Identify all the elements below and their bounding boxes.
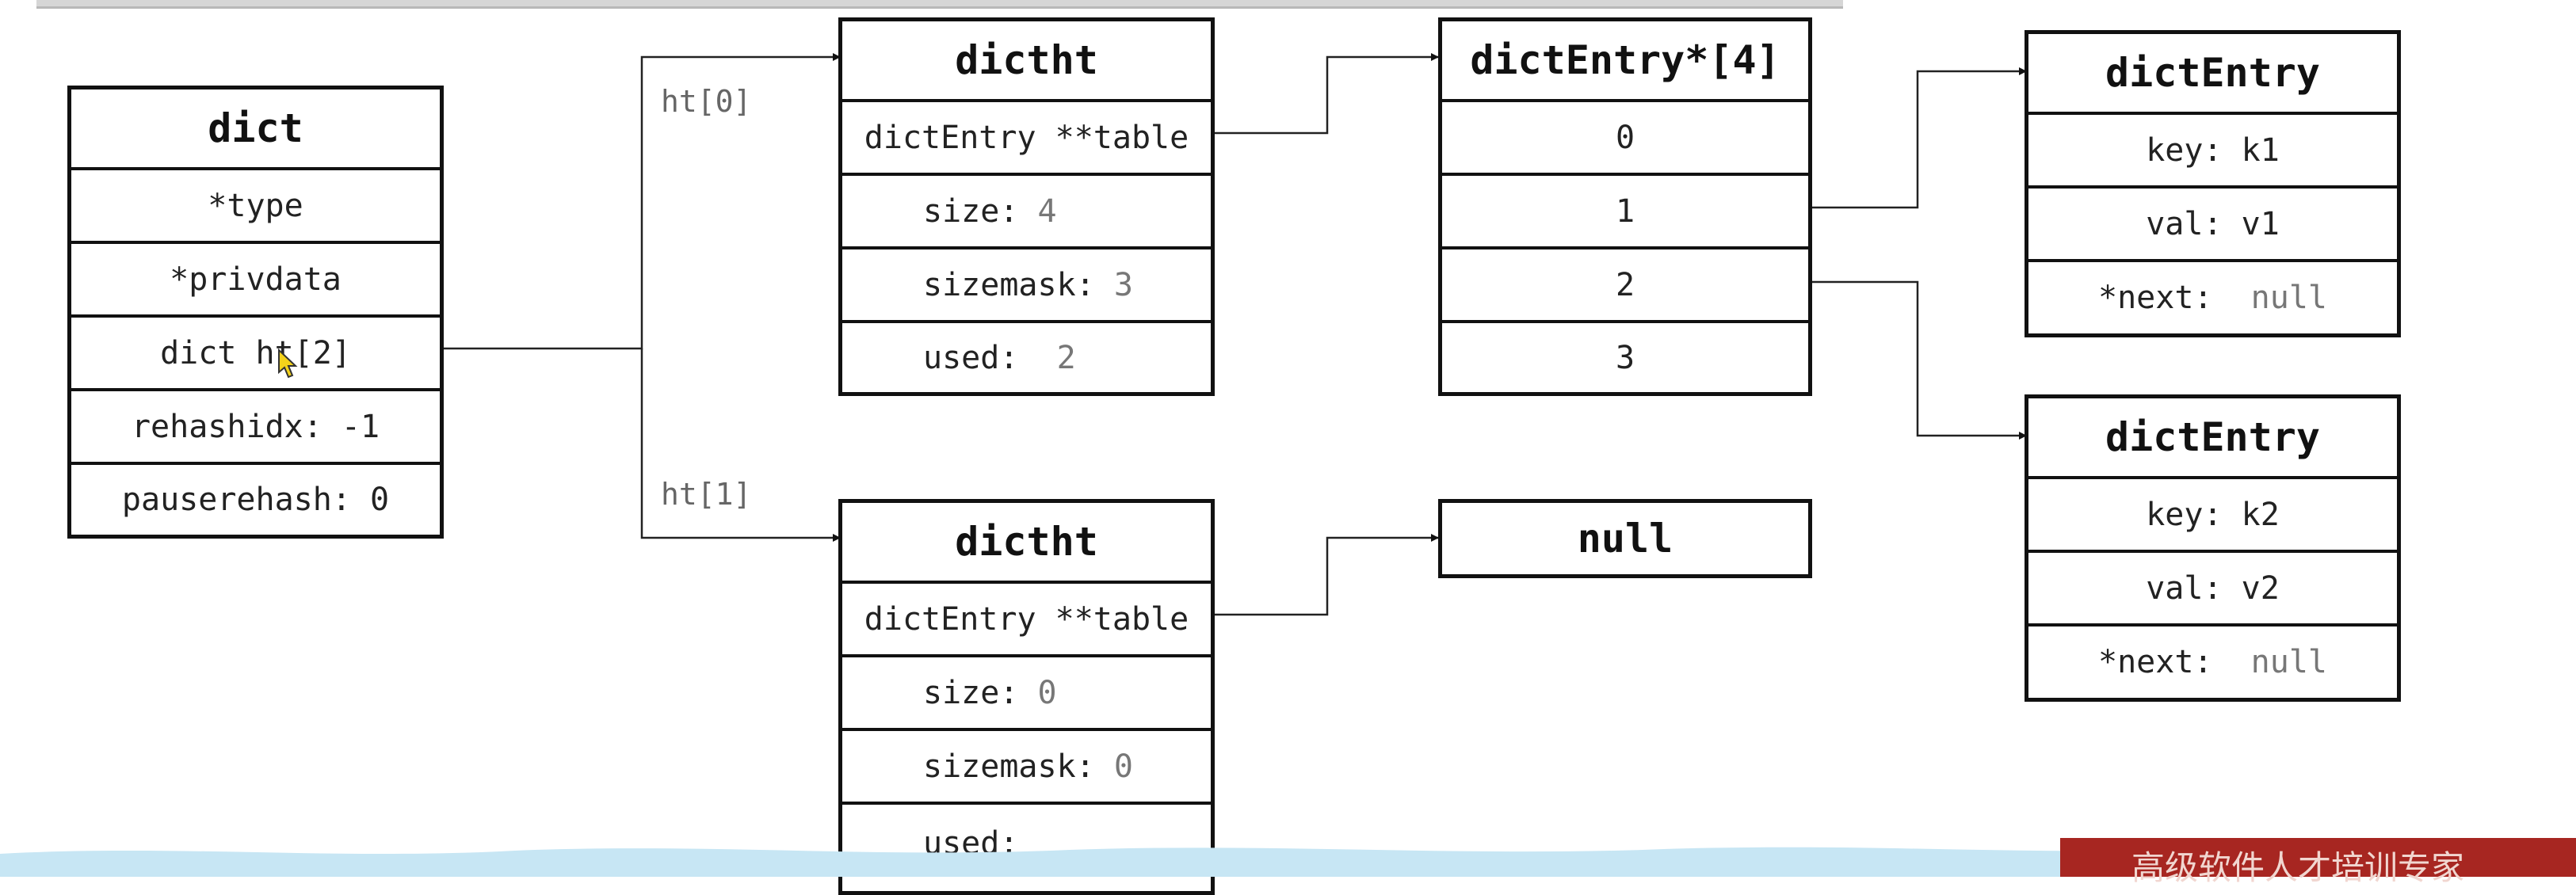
- connector-lines: [442, 53, 2027, 616]
- edge-label-ht0: ht[0]: [661, 84, 752, 119]
- dictentry-1: dictEntry key: k1 val: v1 *next: null: [2025, 30, 2401, 337]
- entry2-next: *next: null: [2028, 623, 2397, 698]
- null-label: null: [1577, 516, 1673, 562]
- array-header: dictEntry*[4]: [1470, 37, 1780, 83]
- dict-field-privdata: *privdata: [71, 241, 440, 314]
- dictht0-used-field: used: 2: [842, 320, 1211, 392]
- dictht0-sizemask-key: sizemask:: [923, 266, 1095, 303]
- dict-field-rehashidx: rehashidx: -1: [71, 388, 440, 462]
- dictht-0: dictht dictEntry **table size: 4 sizemas…: [838, 17, 1215, 396]
- null-box: null: [1438, 499, 1812, 578]
- array-slot-3: 3: [1442, 320, 1808, 392]
- array-slot-1: 1: [1442, 173, 1808, 246]
- dict-field-pauserehash: pauserehash: 0: [71, 462, 440, 535]
- entry1-next-key: *next:: [2098, 280, 2213, 316]
- dictht0-sizemask-field: sizemask: 3: [842, 246, 1211, 320]
- entry1-next-value: null: [2250, 280, 2327, 316]
- arrow-dict-to-ht1: [640, 348, 841, 542]
- dictht1-header: dictht: [955, 519, 1098, 565]
- dictht0-table-field: dictEntry **table: [842, 99, 1211, 173]
- dictht-1: dictht dictEntry **table size: 0 sizemas…: [838, 499, 1215, 895]
- dictht0-used-key: used:: [923, 339, 1019, 376]
- dictentry-array: dictEntry*[4] 0 1 2 3: [1438, 17, 1812, 396]
- dict-field-ht: dict ht[2]: [71, 314, 440, 388]
- entry1-key: key: k1: [2028, 112, 2397, 185]
- dictht0-used-value: 2: [1056, 339, 1076, 376]
- dictht1-sizemask-key: sizemask:: [923, 748, 1095, 785]
- dictht0-sizemask-value: 3: [1113, 266, 1133, 303]
- edge-label-ht1: ht[1]: [661, 477, 752, 512]
- entry2-next-key: *next:: [2098, 644, 2213, 680]
- dictentry-2: dictEntry key: k2 val: v2 *next: null: [2025, 394, 2401, 702]
- entry1-header: dictEntry: [2105, 50, 2320, 96]
- arrow-table0-to-array: [1212, 53, 1439, 135]
- dictht1-size-value: 0: [1037, 674, 1057, 711]
- dictht0-size-field: size: 4: [842, 173, 1211, 246]
- array-slot-2: 2: [1442, 246, 1808, 320]
- entry1-val: val: v1: [2028, 185, 2397, 259]
- array-slot-0: 0: [1442, 99, 1808, 173]
- arrow-slot2-to-entry2: [1811, 280, 2027, 440]
- arrow-dict-to-ht0: [442, 53, 841, 350]
- dict-field-type: *type: [71, 167, 440, 241]
- dict-header: dict: [208, 105, 303, 151]
- entry1-next: *next: null: [2028, 259, 2397, 333]
- dict-struct: dict *type *privdata dict ht[2] rehashid…: [67, 86, 444, 539]
- dictht0-size-key: size:: [923, 192, 1019, 230]
- dictht1-sizemask-value: 0: [1113, 748, 1133, 785]
- dictht1-sizemask-field: sizemask: 0: [842, 728, 1211, 802]
- entry2-next-value: null: [2250, 644, 2327, 680]
- bottom-wave-decoration: [0, 847, 2576, 877]
- dictht0-header: dictht: [955, 37, 1098, 83]
- brand-watermark-text: 高级软件人才培训专家: [2131, 848, 2465, 887]
- entry2-key: key: k2: [2028, 476, 2397, 550]
- mouse-cursor-icon: [278, 348, 298, 379]
- dictht1-table-field: dictEntry **table: [842, 581, 1211, 654]
- brand-banner: [2060, 838, 2576, 877]
- entry2-header: dictEntry: [2105, 414, 2320, 460]
- entry2-val: val: v2: [2028, 550, 2397, 623]
- dictht0-size-value: 4: [1037, 192, 1057, 230]
- arrow-slot1-to-entry1: [1811, 67, 2027, 209]
- dictht1-size-key: size:: [923, 674, 1019, 711]
- dictht1-size-field: size: 0: [842, 654, 1211, 728]
- arrow-table1-to-null: [1212, 534, 1439, 616]
- top-toolbar-strip: [36, 0, 1843, 9]
